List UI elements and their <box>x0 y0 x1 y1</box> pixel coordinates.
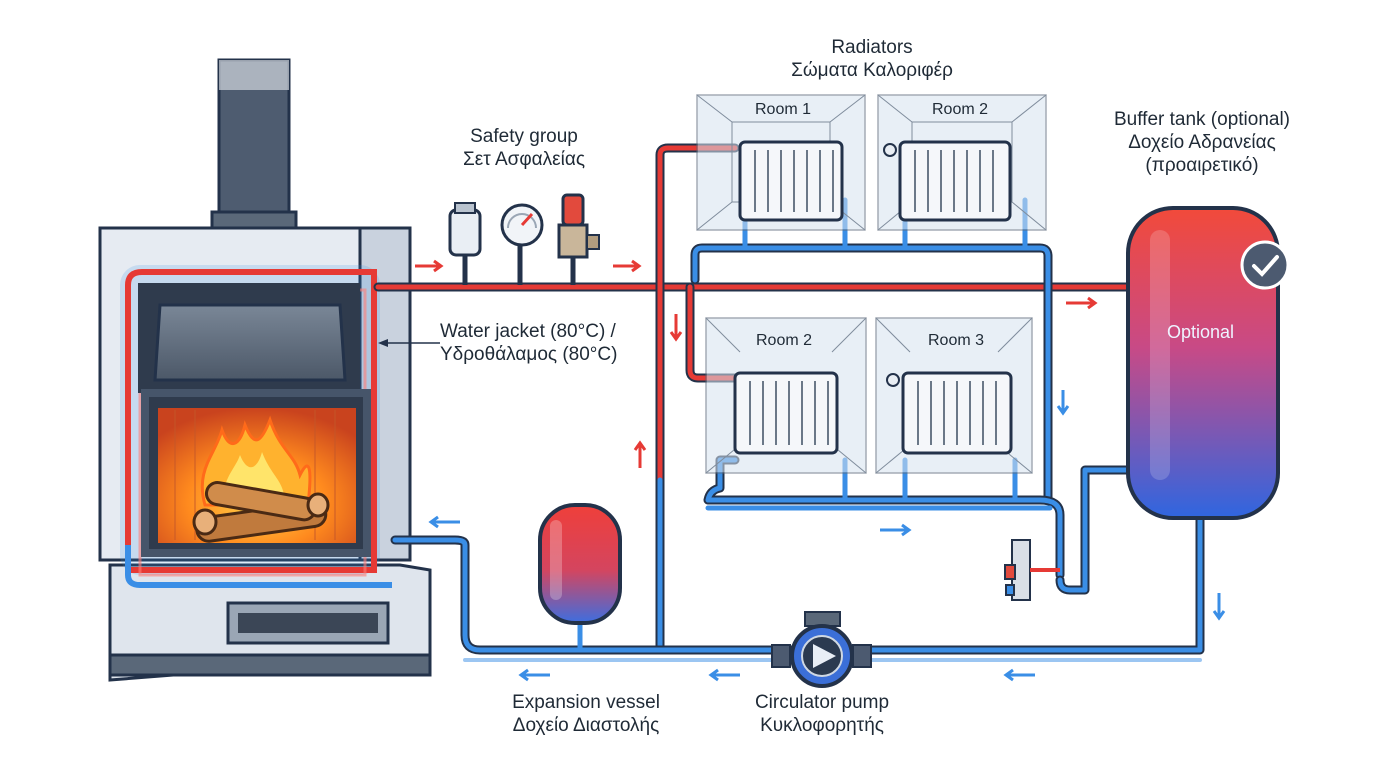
tank-optional-label: Optional <box>1167 322 1235 342</box>
water-jacket-label-line1: Water jacket (80°C) / <box>440 321 616 342</box>
radiator-icon <box>733 371 839 455</box>
air-vent-icon <box>448 202 482 285</box>
buffer-tank-label: Buffer tank (optional) Δοχείο Αδρανείας … <box>1092 108 1312 178</box>
circulator-pump-label-en: Circulator pump <box>754 692 890 713</box>
play-icon <box>813 644 836 668</box>
safety-group <box>448 193 600 285</box>
safety-group-label-el: Σετ Ασφαλείας <box>463 149 585 171</box>
water-jacket-label-line2: Υδροθάλαμος (80°C) <box>440 344 618 366</box>
buffer-tank-label-en: Buffer tank (optional) <box>1113 109 1291 130</box>
radiators-label: Radiators Σώματα Καλοριφέρ <box>752 36 992 82</box>
flow-arrows <box>415 259 1226 682</box>
radiator-icon <box>886 371 1013 455</box>
room-label: Room 2 <box>755 332 813 349</box>
safety-group-label-en: Safety group <box>470 126 578 147</box>
room-label: Room 2 <box>931 101 989 118</box>
pressure-gauge-icon <box>500 203 544 285</box>
radiators <box>696 94 1047 474</box>
safety-group-label: Safety group Σετ Ασφαλείας <box>424 125 624 171</box>
circulator-pump-label-el: Κυκλοφορητής <box>760 715 884 737</box>
radiator-icon <box>883 140 1012 222</box>
buffer-tank-label-el: Δοχείο Αδρανείας <box>1128 132 1276 154</box>
checkmark-icon <box>1240 240 1290 290</box>
fireplace <box>98 58 432 682</box>
safety-valve-icon <box>557 193 600 285</box>
manifold-valves-icon <box>1004 539 1060 601</box>
room-label: Room 3 <box>927 332 985 349</box>
hot-supply-pipes <box>373 143 1133 655</box>
smoke-hood <box>153 303 347 382</box>
circulator-pump <box>771 611 872 688</box>
water-jacket-label: Water jacket (80°C) / Υδροθάλαμος (80°C) <box>440 320 650 366</box>
expansion-vessel-label-en: Expansion vessel <box>512 692 660 713</box>
water-jacket-pointer <box>378 339 440 347</box>
buffer-tank-label-el-2: (προαιρετικό) <box>1145 155 1259 177</box>
circulator-pump-label: Circulator pump Κυκλοφορητής <box>722 691 922 737</box>
expansion-vessel-label-el: Δοχείο Διαστολής <box>512 715 660 737</box>
room-label: Room 1 <box>754 101 812 118</box>
radiator-icon <box>738 140 844 222</box>
buffer-tank <box>1126 206 1290 520</box>
radiators-label-el: Σώματα Καλοριφέρ <box>791 60 953 82</box>
radiators-label-en: Radiators <box>831 37 913 58</box>
firewood-logs <box>192 481 330 543</box>
expansion-vessel <box>538 503 622 625</box>
expansion-vessel-label: Expansion vessel Δοχείο Διαστολής <box>476 691 696 737</box>
